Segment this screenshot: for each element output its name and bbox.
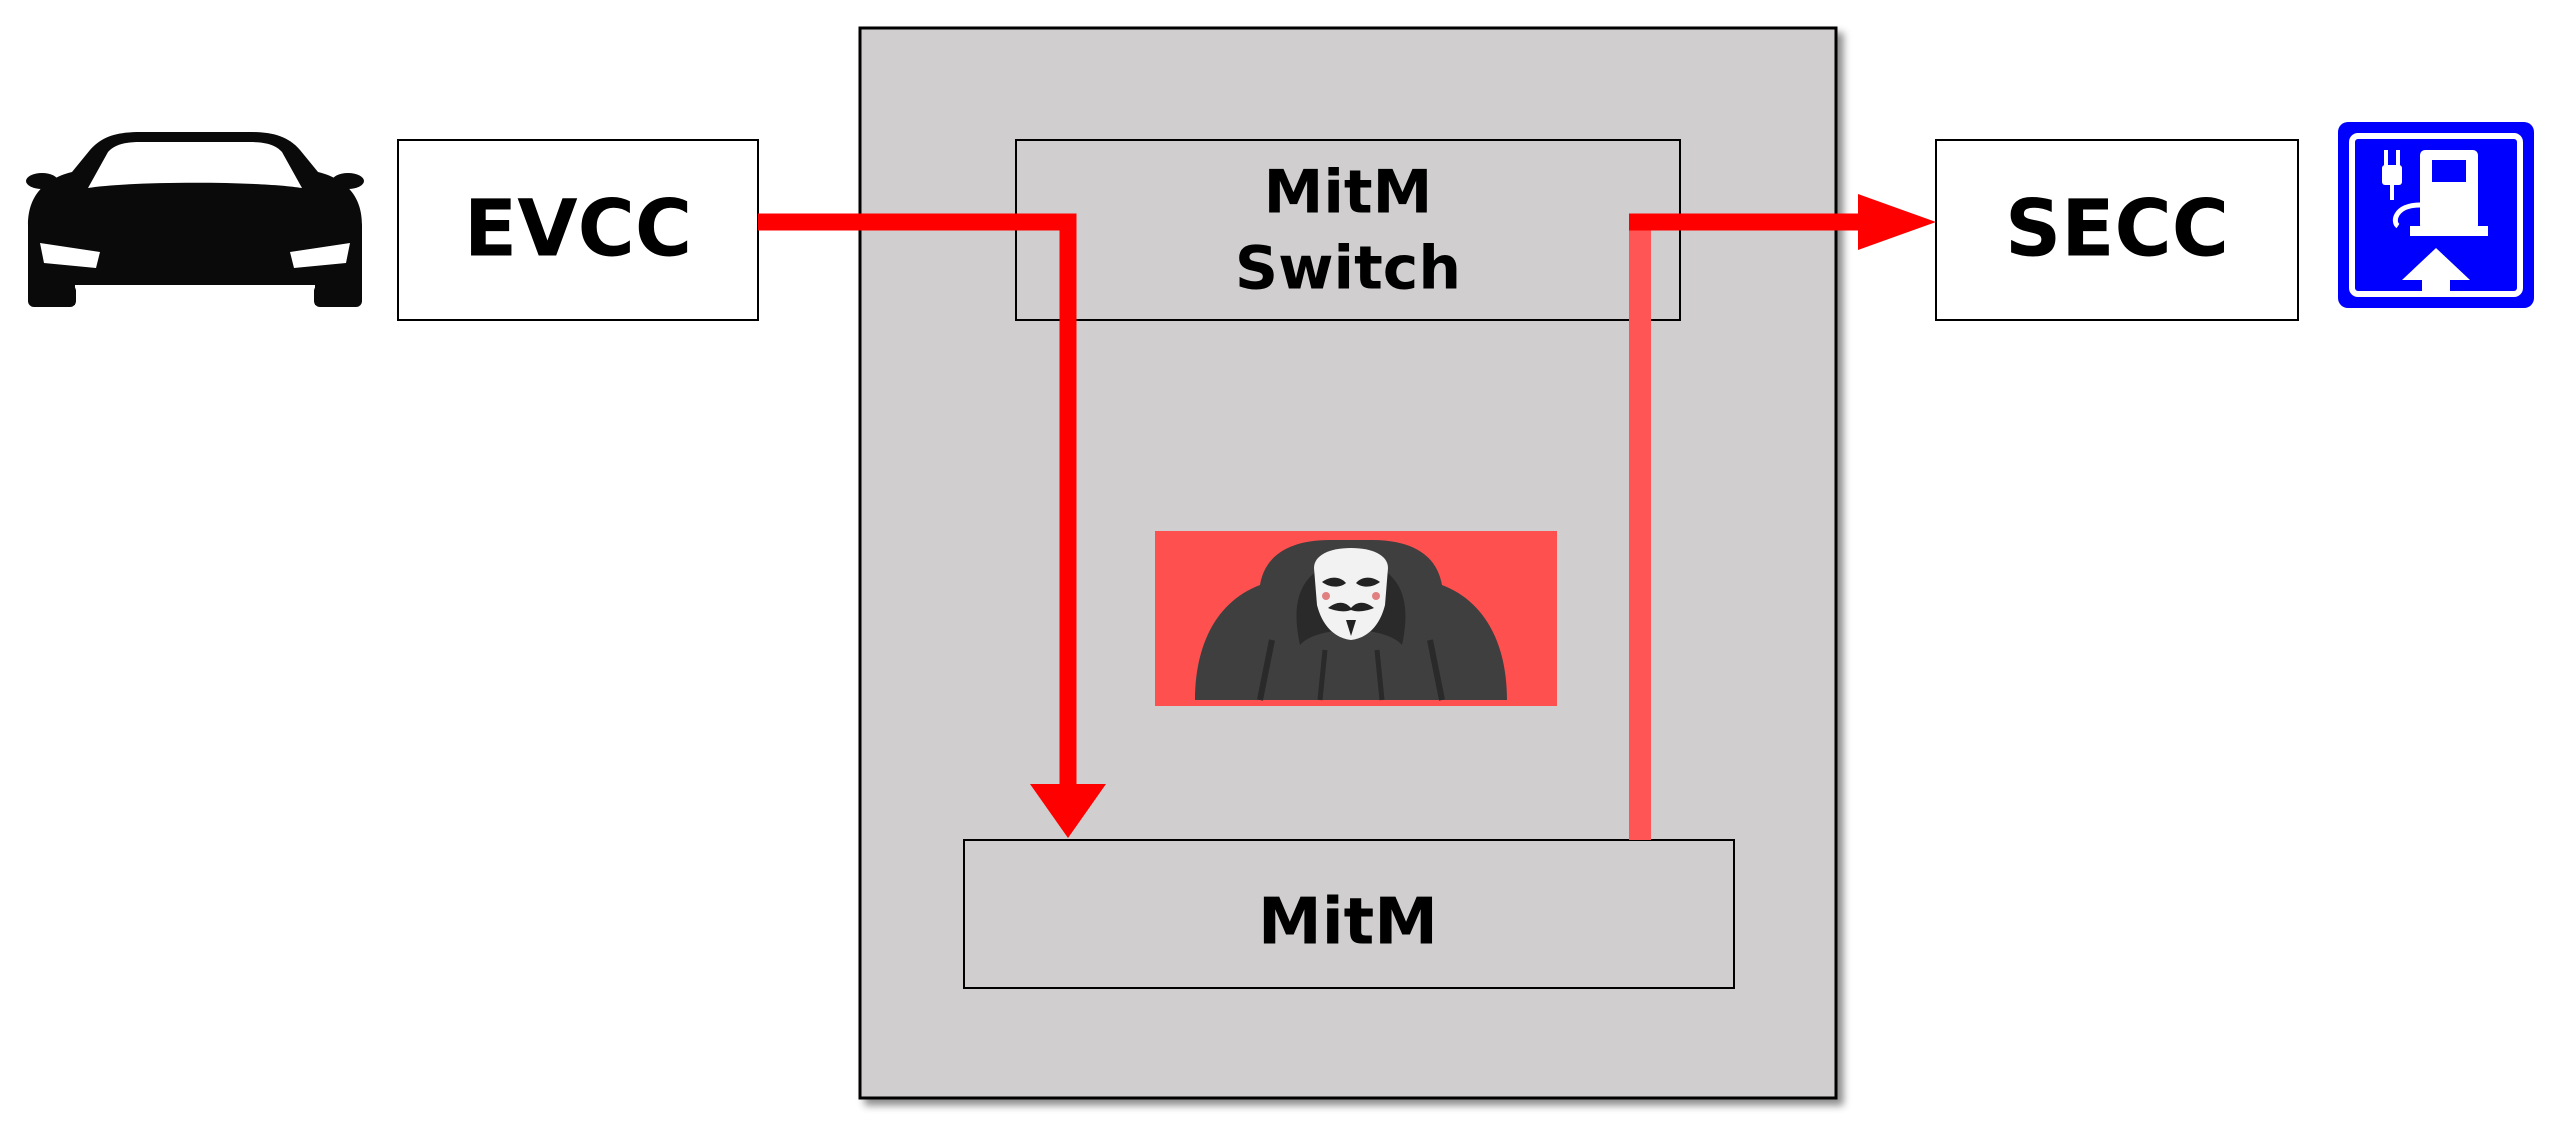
ev-charging-station-icon [2338,122,2534,308]
mitm-label: MitM [1258,886,1438,960]
mitm-switch-node: MitM Switch [1015,139,1681,321]
hooded-hacker-mask-icon [1155,531,1557,706]
secc-node: SECC [1935,139,2299,321]
flow-arrow-evcc-to-mitm [758,213,1106,838]
evcc-label: EVCC [464,184,692,274]
mitm-switch-label-line1: MitM [1264,158,1433,228]
arrow-head-right [1858,194,1936,250]
flow-arrow-mitm-to-secc [1629,194,1936,840]
mitm-switch-label-line2: Switch [1235,234,1461,304]
car-icon [26,132,364,307]
mitm-node: MitM [963,839,1735,989]
evcc-node: EVCC [397,139,759,321]
secc-label: SECC [2005,184,2229,274]
arrow-head-down [1030,784,1106,838]
